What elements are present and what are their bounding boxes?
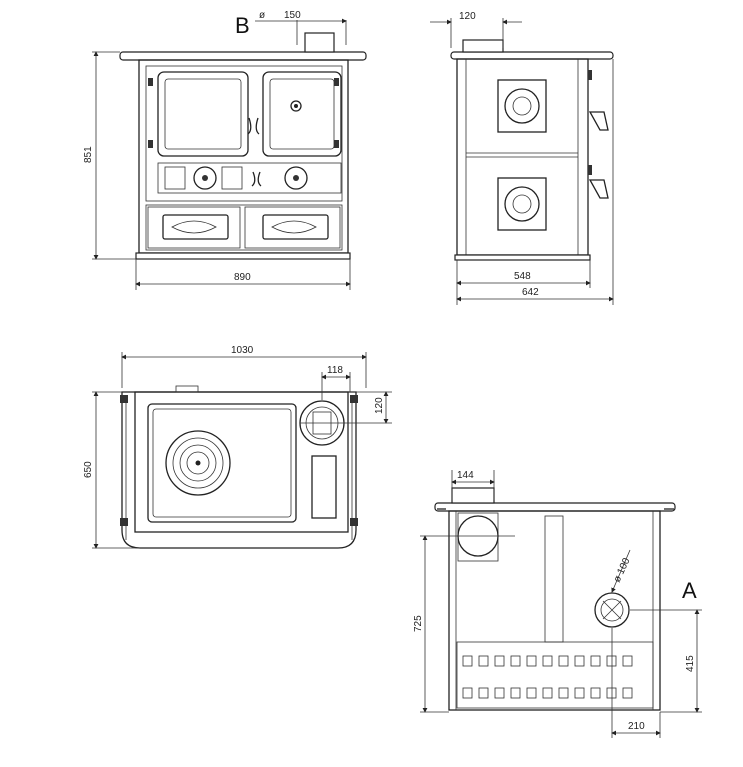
- view-letter-b: B: [235, 13, 250, 38]
- rear-flue-width-label: 144: [457, 470, 474, 481]
- thermometer-icon: [290, 100, 302, 112]
- side-vent-upper: [497, 79, 547, 133]
- side-handle-lower: [588, 179, 609, 199]
- top-view: 1030 118 120 650: [83, 345, 392, 549]
- top-width-label: 1030: [231, 345, 254, 356]
- front-flue-pipe: [304, 32, 335, 53]
- rear-flue-pipe: [451, 487, 495, 504]
- side-body-depth-label: 548: [514, 271, 531, 282]
- rear-flue-height-label: 725: [413, 615, 424, 632]
- front-top-plate: [119, 51, 367, 61]
- side-handle-upper: [588, 111, 609, 131]
- front-flue-diameter-symbol: ø: [259, 10, 265, 21]
- side-view: 120 548 642: [430, 11, 614, 305]
- rear-view: 144 725 ø 100 415 210 A: [413, 470, 702, 738]
- side-top-plate: [450, 51, 614, 60]
- cooking-plate: [147, 403, 297, 523]
- oven-door-left: [157, 71, 249, 157]
- hob-rings-icon: [165, 430, 231, 496]
- front-flue-diameter-label: 150: [284, 10, 301, 21]
- rear-outlet-offset-label: 210: [628, 721, 645, 732]
- front-width-label: 890: [234, 272, 251, 283]
- top-flue-x-label: 118: [327, 365, 343, 376]
- rear-outlet-a: [594, 592, 630, 628]
- rear-body: [448, 510, 661, 711]
- top-slot: [311, 455, 337, 519]
- drawer-right: [244, 206, 341, 249]
- side-flue-pipe: [462, 39, 504, 53]
- side-total-depth-label: 642: [522, 287, 539, 298]
- side-vent-lower: [497, 177, 547, 231]
- front-height-label: 851: [83, 146, 94, 163]
- view-letter-a: A: [682, 578, 697, 603]
- air-control-knob-right: [284, 166, 308, 190]
- rear-top-plate: [434, 502, 676, 512]
- rear-outlet-height-label: 415: [685, 655, 696, 672]
- top-outline: [121, 391, 357, 549]
- oven-door-right: [262, 71, 342, 157]
- door-handle-icon: [247, 117, 260, 135]
- drawer-left: [147, 206, 241, 249]
- air-control-knob-left: [193, 166, 217, 190]
- rear-grille: [456, 641, 654, 709]
- top-depth-label: 650: [83, 461, 94, 478]
- front-view: ø 150 851 890 B: [83, 10, 367, 290]
- side-flue-offset-label: 120: [459, 11, 476, 22]
- rear-grille-slots: [462, 655, 633, 699]
- top-flue-y-label: 120: [374, 397, 385, 414]
- rear-outlet-diameter-label: ø 100: [612, 556, 633, 584]
